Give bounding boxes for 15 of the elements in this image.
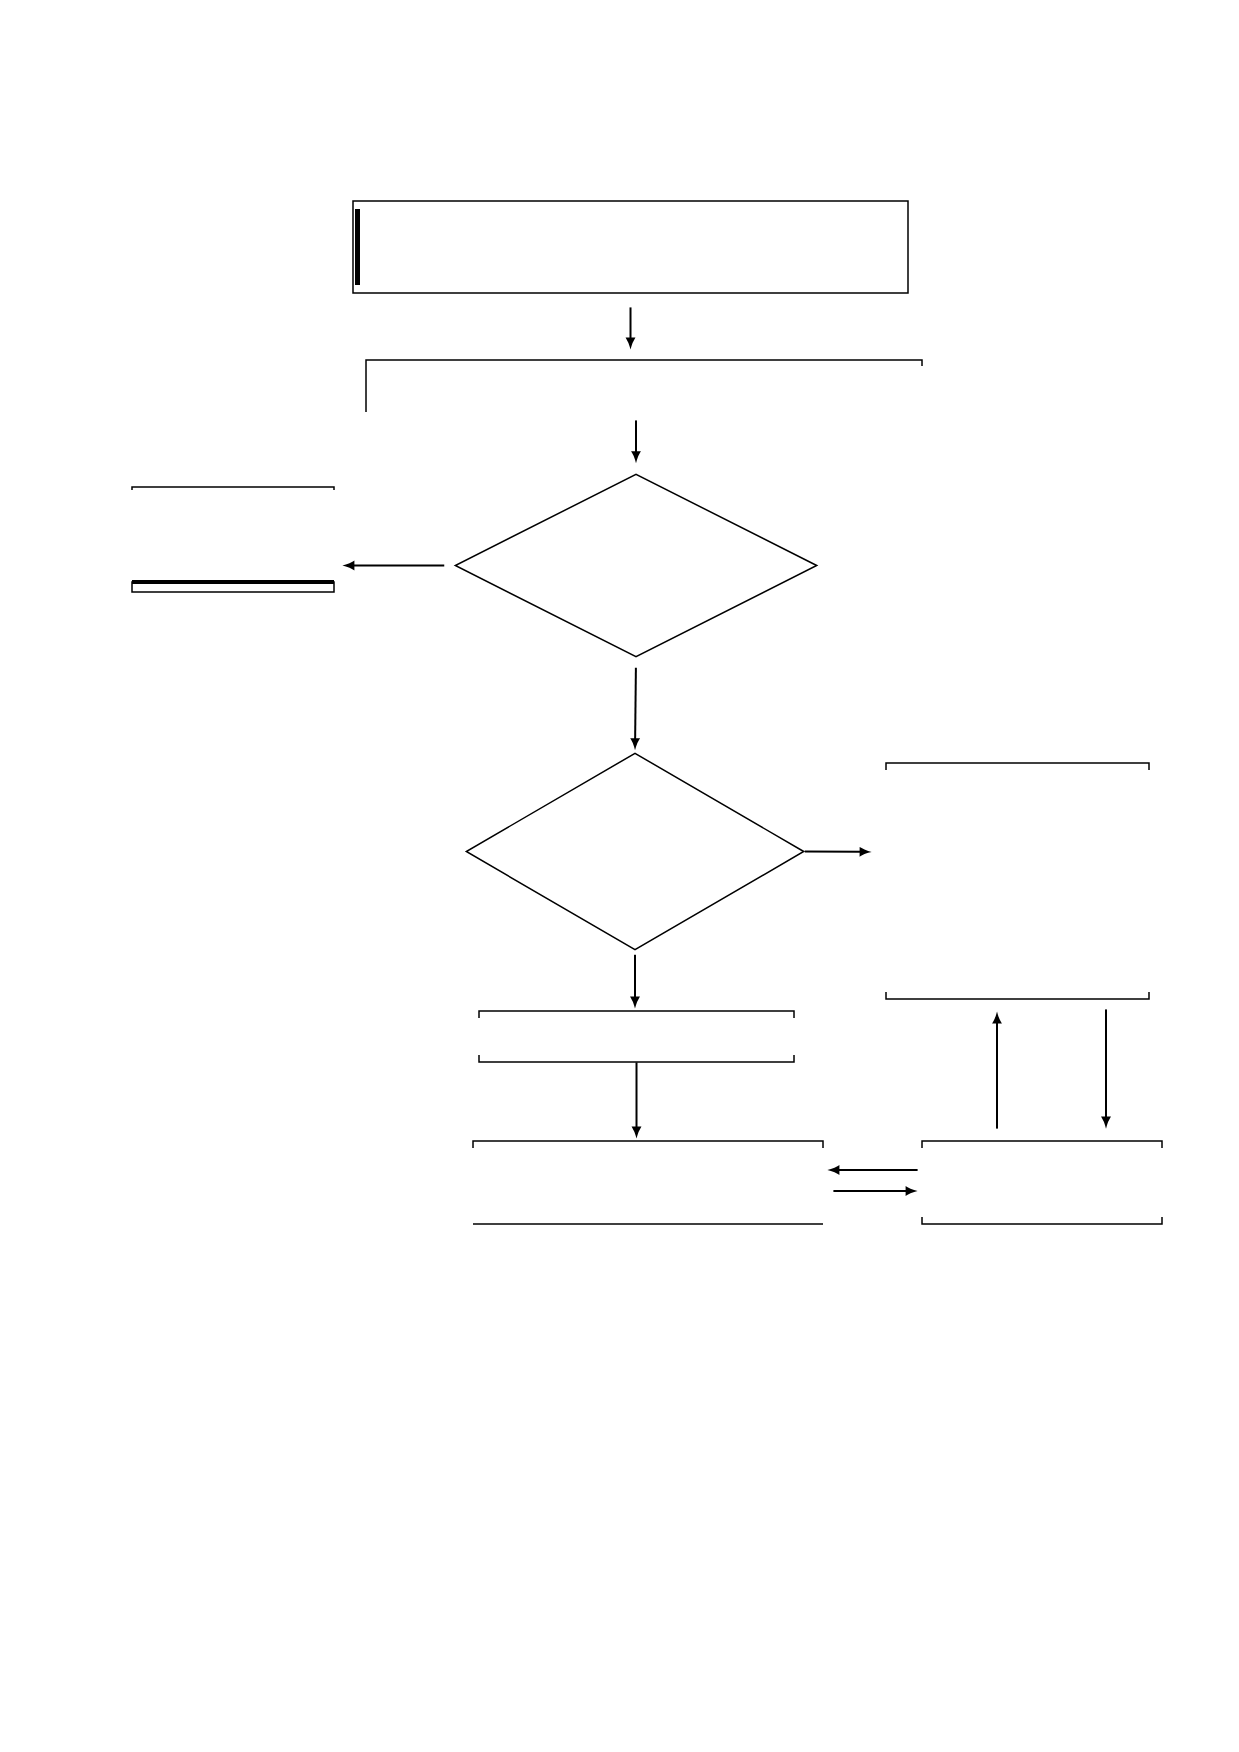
process-box xyxy=(352,200,909,294)
arrow xyxy=(1101,1008,1111,1126)
process-box xyxy=(365,359,923,413)
arrow xyxy=(631,666,640,748)
arrow xyxy=(992,1014,1002,1130)
process-box xyxy=(921,1140,1163,1225)
arrow xyxy=(832,1186,915,1196)
process-box xyxy=(472,1140,824,1225)
arrow xyxy=(830,1165,919,1175)
arrow xyxy=(631,419,641,461)
arrow xyxy=(630,953,640,1006)
process-box xyxy=(478,1010,795,1063)
process-box xyxy=(885,762,1150,1000)
process-box xyxy=(131,486,335,593)
arrow xyxy=(803,847,869,856)
